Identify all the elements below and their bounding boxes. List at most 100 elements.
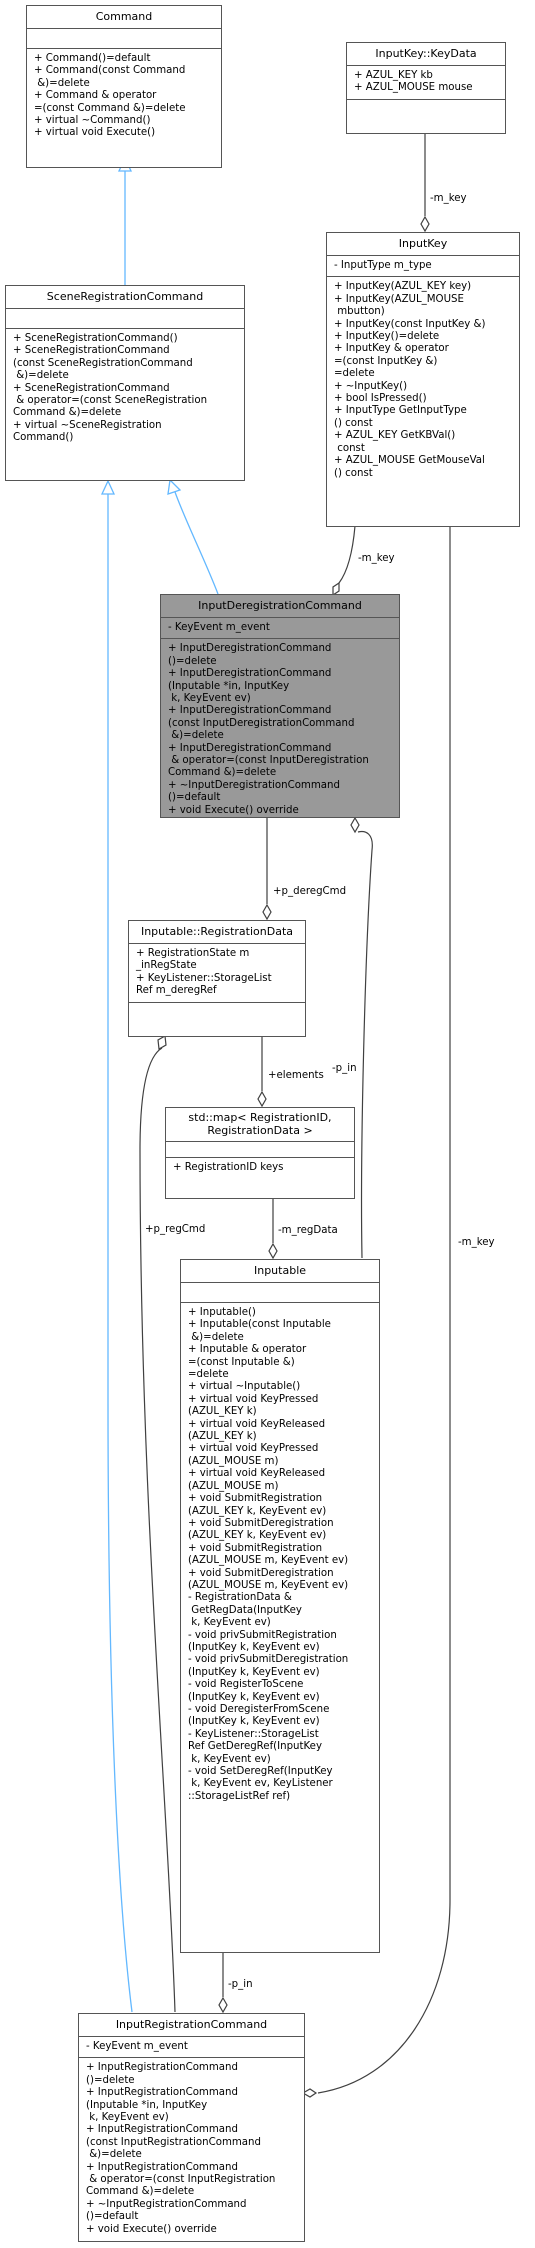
member-line: + void SubmitDeregistration: [188, 1567, 334, 1579]
diamond-dereg-regdata: [262, 903, 272, 921]
edge-label-inputkey-dereg: -m_key: [358, 553, 395, 564]
member-line: + Command & operator: [34, 90, 157, 102]
member-line: ()=default: [168, 792, 221, 804]
class-name: InputRegistrationCommand: [79, 2014, 304, 2037]
member-line: + SceneRegistrationCommand: [13, 345, 170, 357]
association-edge-inputkey-dereg: [338, 525, 356, 584]
class-inputkey-keydata[interactable]: InputKey::KeyData + AZUL_KEY kb+ AZUL_MO…: [346, 42, 506, 134]
member-line: + virtual ~Command(): [34, 115, 151, 127]
class-name: std::map< RegistrationID, RegistrationDa…: [166, 1108, 354, 1142]
member-line: + Inputable & operator: [188, 1344, 307, 1356]
member-line: (const InputDeregistrationCommand: [168, 717, 355, 729]
member-line: - InputType m_type: [334, 260, 432, 271]
member-line: (AZUL_KEY k, KeyEvent ev): [188, 1505, 327, 1517]
member-line: + InputKey & operator: [334, 343, 449, 355]
edge-label-map-inputable: -m_regData: [278, 1225, 338, 1236]
class-name: Command: [27, 6, 221, 29]
class-name-line-1: std::map< RegistrationID,: [188, 1111, 332, 1124]
member-line: + InputDeregistrationCommand: [168, 705, 332, 717]
methods-section: + InputDeregistrationCommand()=delete+ I…: [161, 639, 399, 821]
member-line: + AZUL_KEY kb: [354, 70, 433, 81]
member-line: () const: [334, 417, 373, 429]
member-line: - KeyListener::StorageList: [188, 1728, 319, 1740]
member-line: &)=delete: [168, 730, 224, 742]
member-line: + AZUL_MOUSE mouse: [354, 82, 473, 94]
class-inputable[interactable]: Inputable + Inputable()+ Inputable(const…: [180, 1259, 380, 1953]
class-name-line-2: RegistrationData >: [207, 1124, 313, 1137]
class-inputkey[interactable]: InputKey - InputType m_type + InputKey(A…: [326, 232, 520, 527]
member-line: () const: [334, 467, 373, 479]
edge-label-inputable-dereg: -p_in: [332, 1063, 357, 1074]
class-command[interactable]: Command + Command()=default+ Command(con…: [26, 5, 222, 168]
methods-section: + InputRegistrationCommand()=delete+ Inp…: [79, 2058, 304, 2240]
member-line: mbutton): [334, 306, 385, 318]
diamond-inputable-reg: [218, 1996, 228, 2014]
member-line: + InputRegistrationCommand: [86, 2161, 238, 2173]
attributes-section: - InputType m_type: [327, 256, 519, 278]
member-line: (InputKey k, KeyEvent ev): [188, 1666, 320, 1678]
member-line: (InputKey k, KeyEvent ev): [188, 1641, 320, 1653]
member-line: k, KeyEvent ev, KeyListener: [188, 1778, 333, 1790]
association-edge-regdata-reg: [139, 1047, 176, 2013]
member-line: ()=delete: [86, 2074, 135, 2086]
association-edge-inputable-dereg: [357, 830, 373, 1259]
member-line: (InputKey k, KeyEvent ev): [188, 1716, 320, 1728]
class-scene-registration-command[interactable]: SceneRegistrationCommand + SceneRegistra…: [5, 285, 245, 481]
member-line: + InputRegistrationCommand: [86, 2124, 238, 2136]
member-line: (AZUL_KEY k): [188, 1406, 257, 1418]
member-line: + KeyListener::StorageList: [136, 972, 272, 984]
member-line: Ref GetDeregRef(InputKey: [188, 1741, 322, 1753]
member-line: Command &)=delete: [13, 407, 122, 419]
inheritance-edge-dereg-to-scene: [174, 491, 219, 595]
diamond-regdata-reg: [157, 1035, 167, 1050]
class-input-deregistration-command[interactable]: InputDeregistrationCommand - KeyEvent m_…: [160, 594, 400, 818]
member-line: - void privSubmitDeregistration: [188, 1654, 349, 1666]
attributes-section: [181, 1283, 379, 1303]
member-line: + InputKey(AZUL_KEY key): [334, 281, 472, 293]
member-line: =(const Inputable &): [188, 1356, 295, 1368]
member-line: + InputRegistrationCommand: [86, 2062, 238, 2074]
member-line: + Inputable(const Inputable: [188, 1319, 331, 1331]
member-line: - KeyEvent m_event: [86, 2041, 188, 2052]
class-registration-data[interactable]: Inputable::RegistrationData + Registrati…: [128, 920, 306, 1037]
member-line: k, KeyEvent ev): [86, 2112, 169, 2124]
member-line: + bool IsPressed(): [334, 393, 427, 405]
member-line: (InputKey k, KeyEvent ev): [188, 1691, 320, 1703]
member-line: Command &)=delete: [168, 767, 277, 779]
member-line: =(const InputKey &): [334, 355, 438, 367]
member-line: + InputKey()=delete: [334, 331, 440, 343]
member-line: + void SubmitRegistration: [188, 1493, 323, 1505]
member-line: + virtual ~SceneRegistration: [13, 419, 162, 431]
member-line: k, KeyEvent ev): [168, 693, 251, 705]
inheritance-arrowhead-scene-1: [167, 478, 182, 495]
methods-section: [129, 1003, 305, 1023]
attributes-section: + RegistrationState m_inRegState+ KeyLis…: [129, 944, 305, 1003]
edge-label-inputable-reg: -p_in: [228, 1979, 253, 1990]
member-line: + virtual void KeyReleased: [188, 1468, 326, 1480]
member-line: (AZUL_MOUSE m): [188, 1455, 279, 1467]
diamond-inputable-dereg: [350, 816, 360, 834]
member-line: Command &)=delete: [86, 2186, 195, 2198]
member-line: =delete: [188, 1369, 229, 1381]
class-name: InputKey::KeyData: [347, 43, 505, 66]
member-line: &)=delete: [86, 2149, 142, 2161]
member-line: + InputDeregistrationCommand: [168, 668, 332, 680]
member-line: + ~InputKey(): [334, 380, 408, 392]
member-line: + InputRegistrationCommand: [86, 2087, 238, 2099]
edge-label-inputkey-reg: -m_key: [458, 1237, 495, 1248]
member-line: &)=delete: [188, 1331, 244, 1343]
member-line: &)=delete: [13, 370, 69, 382]
member-line: k, KeyEvent ev): [188, 1753, 271, 1765]
class-std-map[interactable]: std::map< RegistrationID, RegistrationDa…: [165, 1107, 355, 1199]
edge-label-regdata-map: +elements: [268, 1070, 324, 1081]
association-edge-inputkey-reg: [317, 526, 451, 2094]
member-line: + RegistrationState m: [136, 948, 250, 959]
member-line: & operator=(const InputDeregistration: [168, 755, 369, 767]
edge-label-dereg-regdata: +p_deregCmd: [273, 886, 347, 897]
attributes-section: + AZUL_KEY kb+ AZUL_MOUSE mouse: [347, 66, 505, 100]
member-line: (AZUL_MOUSE m, KeyEvent ev): [188, 1555, 349, 1567]
class-input-registration-command[interactable]: InputRegistrationCommand - KeyEvent m_ev…: [78, 2013, 305, 2242]
member-line: =delete: [334, 368, 375, 380]
member-line: ()=default: [86, 2211, 139, 2223]
